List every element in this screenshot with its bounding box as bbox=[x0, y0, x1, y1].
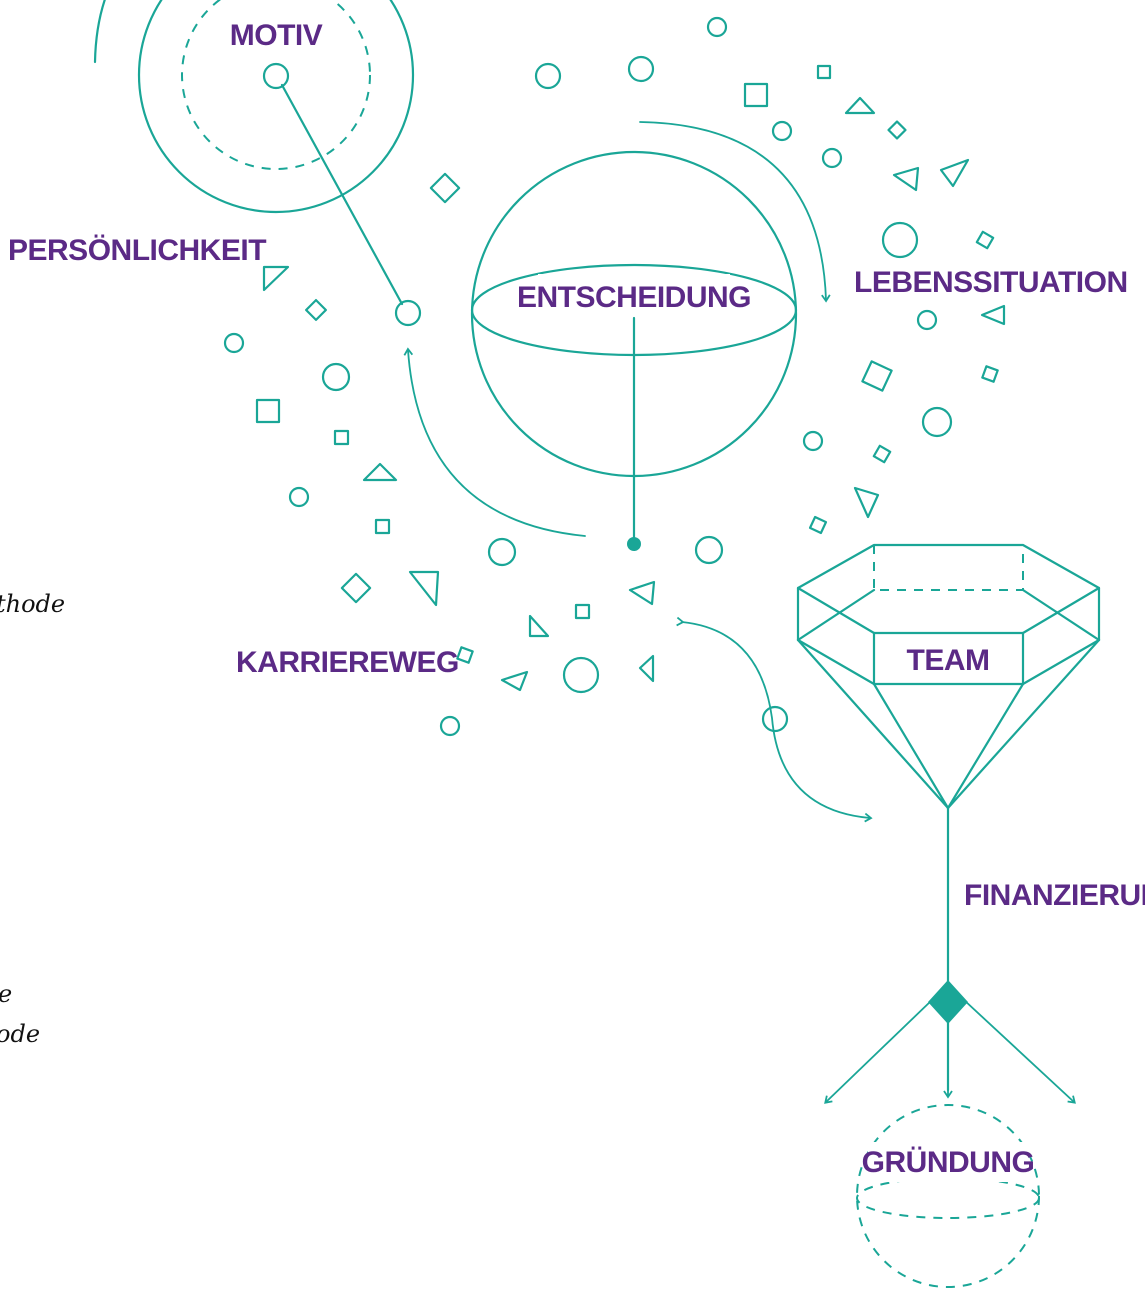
square-shape bbox=[255, 398, 281, 424]
gem-facet-c bbox=[1021, 586, 1101, 635]
gem-pavilion-inner-right bbox=[946, 682, 1025, 810]
diamond-shape bbox=[456, 646, 474, 664]
triangle-shape bbox=[528, 614, 550, 638]
motiv-connector bbox=[280, 83, 404, 306]
motiv-center-dot bbox=[262, 62, 290, 90]
gruendung-sphere: GRÜNDUNG bbox=[856, 1104, 1040, 1288]
circle-shape bbox=[534, 62, 562, 90]
karriereweg-label: KARRIEREWEG bbox=[236, 646, 459, 679]
right-curved-arrow bbox=[639, 121, 831, 303]
sphere-stem-dot bbox=[627, 537, 641, 551]
triangle-shape bbox=[408, 570, 440, 607]
triangle-shape bbox=[939, 158, 970, 188]
gem-facet-d bbox=[1021, 588, 1101, 642]
entscheidung-label: ENTSCHEIDUNG bbox=[517, 281, 751, 314]
circle-shape bbox=[771, 120, 793, 142]
triangle-shape bbox=[844, 96, 876, 115]
left-curved-arrow bbox=[403, 347, 586, 537]
diamond-shape bbox=[340, 572, 372, 604]
circle-shape bbox=[802, 430, 824, 452]
finanzierung-diamond-icon bbox=[928, 980, 968, 1024]
motiv-label: MOTIV bbox=[230, 19, 323, 52]
square-shape bbox=[574, 603, 591, 620]
square-shape bbox=[333, 429, 350, 446]
circle-shape bbox=[288, 486, 310, 508]
circle-shape bbox=[487, 537, 517, 567]
triangle-shape bbox=[500, 670, 529, 692]
triangle-shape bbox=[980, 304, 1006, 326]
gruendung-label-bg bbox=[868, 1142, 1028, 1182]
branch-arrow-right bbox=[963, 999, 1076, 1104]
gem-pavilion-inner-left bbox=[872, 682, 950, 810]
gem-back-edges bbox=[873, 545, 1024, 591]
gruendung-outline bbox=[856, 1104, 1040, 1288]
circle-shape bbox=[439, 715, 461, 737]
circle-shape bbox=[916, 309, 938, 331]
diamond-shape bbox=[887, 120, 907, 140]
circle-shape bbox=[321, 362, 351, 392]
diamond-shape bbox=[981, 365, 999, 383]
side-text-2: e bbox=[0, 980, 12, 1008]
branch-arrow-left bbox=[824, 999, 933, 1104]
diamond-shape bbox=[429, 172, 461, 204]
motiv-outer-arc bbox=[93, 0, 106, 64]
team-gem: TEAM bbox=[796, 543, 1101, 810]
side-text-3: ode bbox=[0, 1020, 40, 1048]
triangle-shape bbox=[892, 166, 920, 192]
motiv-outer-ring bbox=[137, 0, 415, 214]
lebenssituation-label: LEBENSSITUATION bbox=[854, 266, 1128, 299]
diamond-shape bbox=[808, 515, 828, 535]
diamond-shape bbox=[975, 230, 995, 250]
gem-facet-b bbox=[796, 588, 876, 642]
team-connector-arrow bbox=[676, 616, 873, 823]
triangle-shape bbox=[628, 580, 656, 606]
circle-shape bbox=[821, 147, 843, 169]
circle-shape bbox=[706, 16, 728, 38]
gruendung-label: GRÜNDUNG bbox=[862, 1146, 1035, 1179]
persoenlichkeit-label: PERSÖNLICHKEIT bbox=[8, 234, 266, 267]
gem-pavilion-right bbox=[946, 638, 1101, 810]
triangle-shape bbox=[638, 654, 655, 683]
circle-shape bbox=[627, 55, 655, 83]
motiv-dashed-ring bbox=[181, 0, 371, 170]
side-text-1: thode bbox=[0, 590, 65, 618]
motiv-node: MOTIV bbox=[93, 0, 415, 214]
triangle-shape bbox=[262, 265, 290, 292]
entscheidung-label-bg bbox=[538, 274, 730, 314]
entscheidung-sphere: ENTSCHEIDUNG bbox=[470, 150, 798, 551]
circle-shape bbox=[562, 656, 600, 694]
circle-shape bbox=[881, 221, 919, 259]
square-shape bbox=[816, 64, 832, 80]
diamond-shape bbox=[861, 360, 893, 392]
gem-facet-a bbox=[796, 586, 876, 635]
gruendung-equator bbox=[856, 1177, 1040, 1219]
scattered-shapes bbox=[223, 16, 1006, 737]
triangle-shape bbox=[362, 462, 398, 482]
circle-shape bbox=[921, 406, 953, 438]
square-shape bbox=[374, 518, 391, 535]
persoenlichkeit-node-circle bbox=[394, 299, 422, 327]
square-shape bbox=[743, 82, 769, 108]
circle-shape bbox=[223, 332, 245, 354]
diamond-shape bbox=[305, 299, 327, 321]
team-connector-circle bbox=[761, 705, 789, 733]
finanzierung-label: FINANZIERUNG bbox=[964, 879, 1145, 912]
triangle-shape bbox=[853, 486, 880, 519]
motiv-label-bg bbox=[230, 14, 320, 54]
team-label: TEAM bbox=[907, 644, 990, 677]
diamond-shape bbox=[872, 444, 892, 464]
circle-shape bbox=[694, 535, 724, 565]
